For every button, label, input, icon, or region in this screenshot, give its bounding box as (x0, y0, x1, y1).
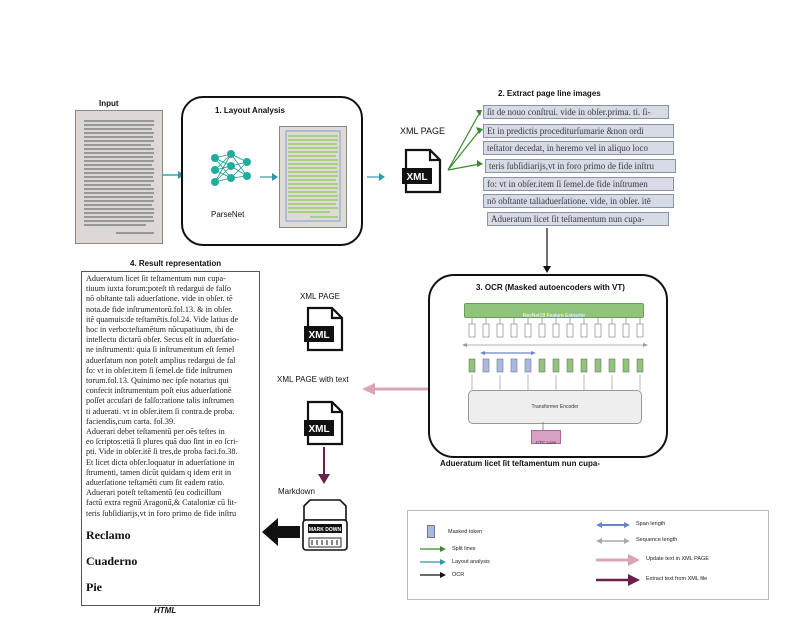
layout-annotated-page (279, 126, 347, 228)
input-label: Input (99, 99, 119, 108)
line-image-1: ſit de nouo conſtrui. vide in obſer.prim… (483, 105, 669, 119)
line-image-2: Et in predictis procediturſumarie &non o… (483, 124, 674, 138)
ctc-loss-label: CTC Loss (535, 440, 556, 445)
line-image-6: nō obſtante taliaduerſatione. vide, in o… (483, 194, 674, 208)
ocr-title: 3. OCR (Masked autoencoders with VT) (476, 283, 625, 292)
legend-update-text-arrow (596, 554, 640, 566)
arrow-layout-to-xml (367, 173, 385, 181)
neural-network-icon (211, 150, 251, 186)
layout-analysis-panel: 1. Layout Analysis ParseNet (181, 96, 363, 246)
result-html-box: Aduerᴀtum licet ſit teſtamentum nun cupa… (81, 271, 260, 606)
legend-extract-text-arrow (596, 574, 640, 586)
extract-text-arrow (318, 447, 330, 484)
line-image-7: Adueratum licet ſit teſtamentum nun cupa… (487, 212, 669, 226)
xml-page-middle-icon: XML (304, 306, 344, 352)
legend-box: Masked token Split lines Layout analysis… (407, 510, 769, 600)
ctc-loss-block: CTC Loss (531, 430, 561, 445)
xml-page-with-text-icon: XML (304, 400, 344, 446)
line-image-3: teſtator decedat, in heremo vel in aliqu… (483, 141, 674, 155)
legend-ocr-arrow (420, 572, 446, 578)
legend-split-lines-arrow (420, 546, 446, 552)
transformer-encoder-block: Transformer Encoder (468, 390, 642, 424)
xml-page-with-text-label: XML PAGE with text (277, 375, 349, 384)
legend-ocr: OCR (452, 572, 465, 578)
feature-extractor-label: ResNet18 Feature Extractor (522, 313, 586, 319)
encoder-input-lines (471, 375, 641, 390)
ocr-output-text: Adueratum licet ſit teſtamentum nun cupa… (440, 459, 601, 468)
arrow-encoder-to-loss (542, 422, 544, 431)
markdown-icon-text: MARK DOWN (309, 527, 342, 533)
legend-masked-token-swatch (427, 525, 435, 538)
legend-sequence-length-arrow (596, 538, 630, 544)
legend-span-length: Span length (636, 521, 666, 527)
update-text-arrow (362, 383, 428, 395)
xml-page-top-label: XML PAGE (400, 126, 446, 136)
layout-line-boxes (285, 130, 341, 222)
legend-update-text: Update text in XML PAGE (646, 556, 709, 562)
result-title: 4. Result representation (130, 259, 222, 268)
xml-middle-icon-text: XML (308, 330, 329, 341)
input-page-image (75, 110, 163, 244)
heading-cuaderno: Cuaderno (86, 553, 138, 568)
transformer-encoder-label: Transformer Encoder (531, 404, 579, 410)
heading-pie: Pie (86, 579, 102, 594)
xml-file-icon: XML (402, 148, 442, 194)
legend-sequence-length: Sequence length (636, 537, 678, 543)
parsenet-label: ParseNet (211, 210, 245, 219)
legend-span-length-arrow (596, 522, 630, 528)
legend-extract-text: Extract text from XML file (646, 576, 708, 582)
line-image-5: fo: vt in obſer.item ſi ſemel.de fide in… (483, 177, 674, 191)
arrow-extract-to-ocr (543, 228, 551, 273)
legend-layout-analysis: Layout analysis (452, 559, 490, 565)
result-body-text: Aduerᴀtum licet ſit teſtamentum nun cupa… (86, 274, 240, 518)
result-caption: HTML (154, 606, 177, 615)
legend-masked-token: Masked token (448, 529, 483, 535)
layout-analysis-title: 1. Layout Analysis (215, 106, 285, 115)
markdown-to-html-arrow (262, 518, 300, 546)
ocr-panel: 3. OCR (Masked autoencoders with VT) Res… (428, 274, 668, 458)
input-page-texture (76, 111, 162, 243)
xml-page-middle-label: XML PAGE (300, 292, 341, 301)
legend-split-lines: Split lines (452, 546, 476, 552)
extract-title: 2. Extract page line images (498, 89, 601, 98)
heading-reclamo: Reclamo (86, 527, 131, 542)
split-lines-arrows (447, 110, 483, 171)
legend-layout-analysis-arrow (420, 559, 446, 565)
markdown-label: Markdown (278, 487, 315, 496)
arrow-nn-to-page (260, 173, 278, 181)
xml-icon-text: XML (406, 172, 427, 183)
line-image-4: teris ſubſidiarijs,vt in foro primo de f… (485, 159, 676, 173)
markdown-file-icon: MARK DOWN (302, 499, 348, 551)
feature-extractor-block: ResNet18 Feature Extractor (464, 303, 644, 319)
vt-token-diagram (462, 318, 648, 373)
xml-text-icon-text: XML (308, 424, 329, 435)
